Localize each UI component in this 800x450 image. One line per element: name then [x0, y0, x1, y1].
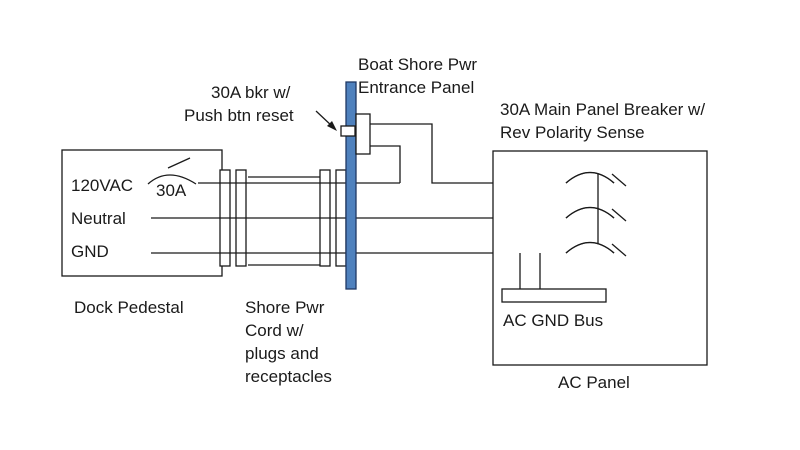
cord-label-line3: plugs and — [245, 344, 319, 363]
entrance-breaker-body — [355, 113, 371, 155]
dock-pedestal-label: Dock Pedestal — [74, 298, 184, 317]
pedestal-gnd-label: GND — [71, 242, 109, 261]
cord-label-line2: Cord w/ — [245, 321, 304, 340]
breaker-note-line2: Push btn reset — [184, 106, 294, 125]
entrance-panel-label-line1: Boat Shore Pwr — [358, 55, 477, 74]
main-breaker-arc-neutral-stroke — [565, 206, 615, 219]
main-breaker-handle-hot — [611, 173, 627, 187]
main-breaker-label-line1: 30A Main Panel Breaker w/ — [500, 100, 705, 119]
main-breaker-handle-ground — [611, 243, 627, 257]
entrance-breaker-line-in — [370, 145, 401, 183]
main-breaker-label-line2: Rev Polarity Sense — [500, 123, 645, 142]
pedestal-breaker-handle — [167, 157, 191, 169]
breaker-note-line1: 30A bkr w/ — [211, 83, 291, 102]
pedestal-120vac-label: 120VAC — [71, 176, 133, 195]
gnd-bus-bar — [501, 288, 607, 303]
breaker-note-arrowhead — [327, 121, 337, 131]
entrance-panel-plate — [345, 81, 357, 290]
main-breaker-arc-ground-stroke — [565, 241, 615, 254]
pedestal-breaker-arc — [147, 174, 197, 185]
pedestal-breaker-label: 30A — [156, 181, 187, 200]
cord-label-line1: Shore Pwr — [245, 298, 325, 317]
main-breaker-arc-hot-stroke — [565, 171, 615, 184]
ac-panel-box — [492, 150, 708, 366]
dock-pedestal-box — [61, 149, 223, 277]
ac-panel-label: AC Panel — [558, 373, 630, 392]
main-breaker-handle-neutral — [611, 208, 627, 222]
entrance-panel-label-line2: Entrance Panel — [358, 78, 474, 97]
pedestal-neutral-label: Neutral — [71, 209, 126, 228]
cord-label-line4: receptacles — [245, 367, 332, 386]
gnd-bus-label: AC GND Bus — [503, 311, 603, 330]
entrance-breaker-reset-button — [340, 125, 356, 137]
